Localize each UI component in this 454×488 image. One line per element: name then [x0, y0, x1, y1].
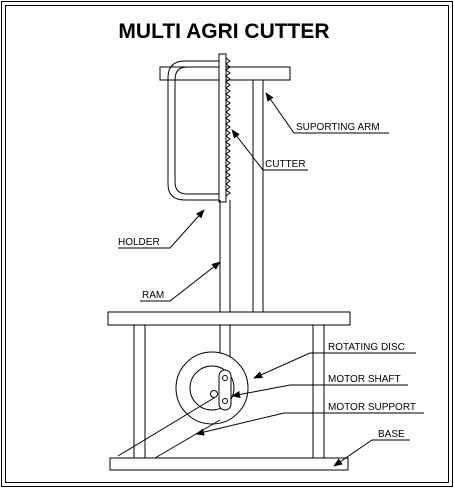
label-supporting-arm: SUPORTING ARM	[265, 92, 389, 134]
svg-text:MOTOR SUPPORT: MOTOR SUPPORT	[328, 402, 416, 413]
svg-text:HOLDER: HOLDER	[118, 237, 160, 248]
frame-legs	[133, 325, 325, 458]
disc-inner-ring	[189, 365, 235, 411]
label-ram: RAM	[140, 261, 221, 302]
supporting-arm	[252, 80, 264, 312]
label-motor-support: MOTOR SUPPORT	[195, 402, 424, 436]
svg-text:MOTOR SHAFT: MOTOR SHAFT	[328, 374, 401, 385]
holder-inner	[174, 66, 221, 195]
label-holder: HOLDER	[118, 209, 205, 249]
label-base: BASE	[333, 429, 410, 467]
base-plate	[109, 457, 349, 471]
motor-shaft	[210, 390, 218, 398]
label-motor-shaft: MOTOR SHAFT	[231, 374, 408, 399]
drawing-border-inner	[5, 5, 449, 483]
svg-text:SUPORTING ARM: SUPORTING ARM	[296, 122, 380, 133]
label-rotating-disc: ROTATING DISC	[253, 342, 416, 379]
svg-text:CUTTER: CUTTER	[265, 159, 306, 170]
holder	[167, 60, 221, 201]
svg-text:RAM: RAM	[142, 290, 164, 301]
rotating-disc	[175, 351, 249, 425]
svg-text:ROTATING DISC: ROTATING DISC	[328, 342, 405, 353]
label-cutter: CUTTER	[231, 129, 308, 171]
svg-text:BASE: BASE	[378, 429, 405, 440]
crank-link	[218, 369, 232, 411]
middle-plate	[107, 311, 351, 326]
motor-support	[117, 397, 221, 459]
diagram-title: MULTI AGRI CUTTER	[118, 20, 329, 43]
cutter-blade	[218, 53, 231, 203]
